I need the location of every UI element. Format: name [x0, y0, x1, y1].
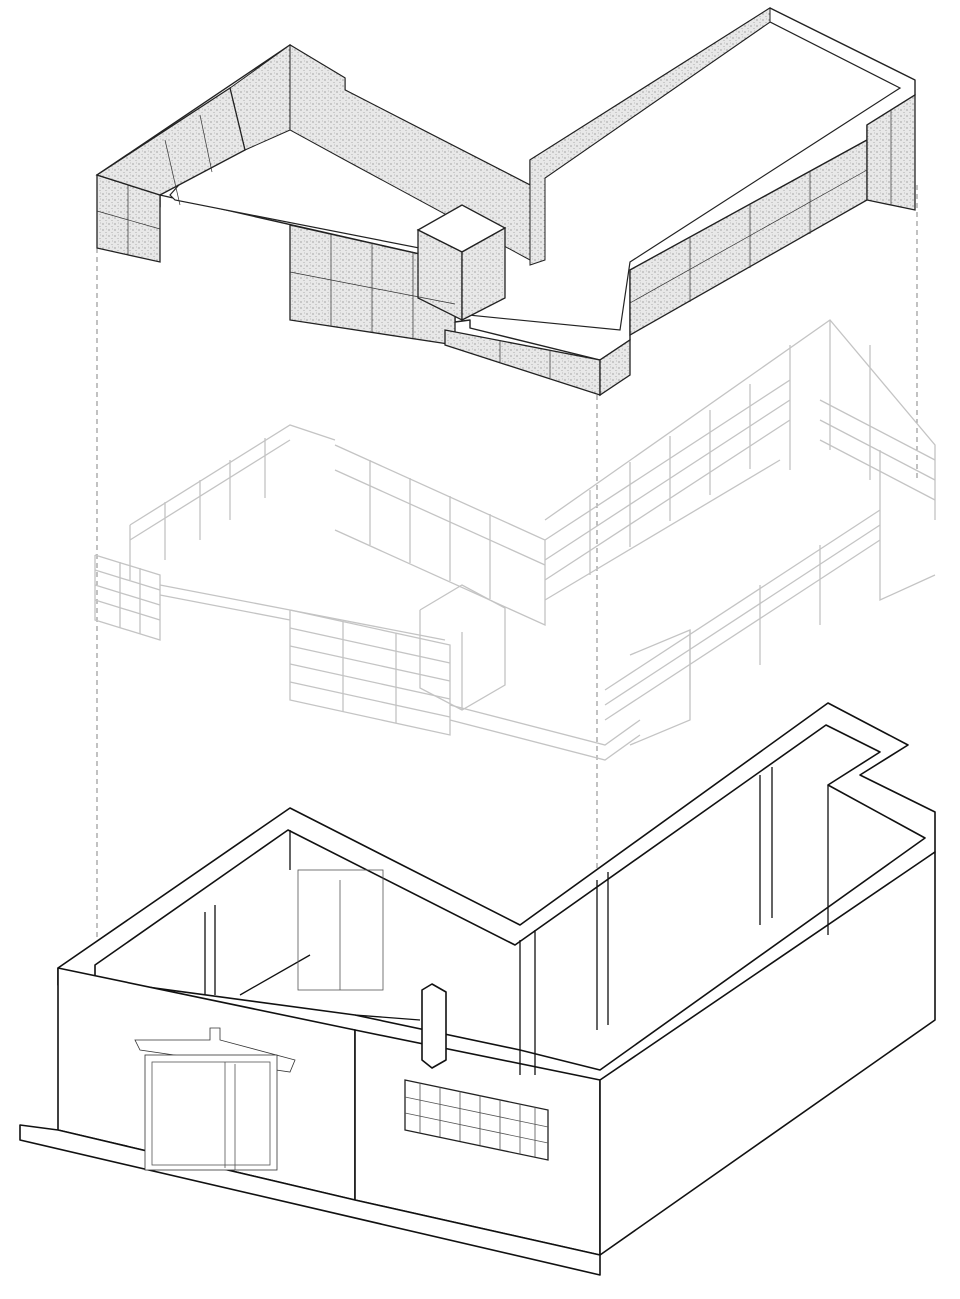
building-layer: [19, 702, 936, 1276]
shelving-layer: [94, 319, 936, 761]
cork-panel-layer: [95, 7, 916, 397]
